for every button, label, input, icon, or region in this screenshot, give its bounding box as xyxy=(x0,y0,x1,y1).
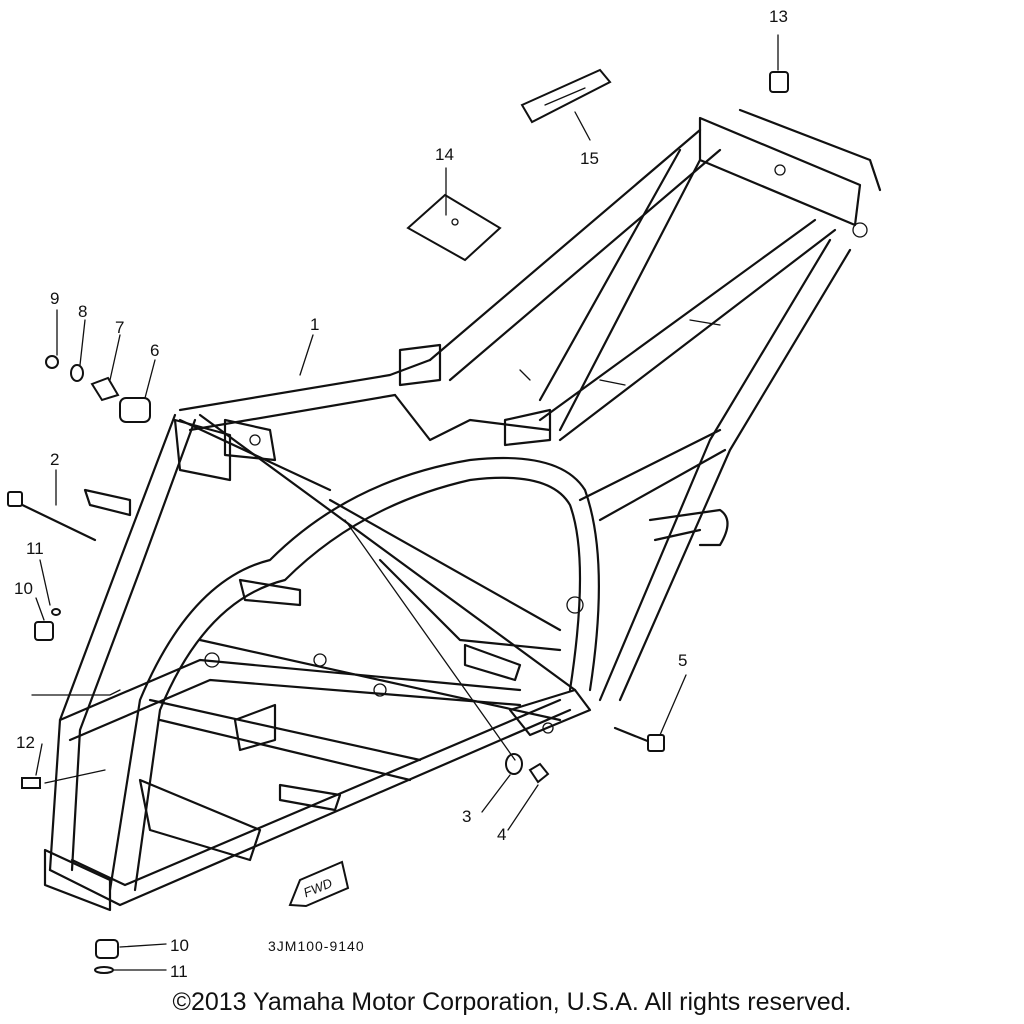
part-8-washer xyxy=(70,364,84,382)
label-part-8: 8 xyxy=(78,302,87,321)
part-2-long-bolt xyxy=(7,491,97,542)
part-4-nut xyxy=(528,762,550,784)
label-part-10-upper: 10 xyxy=(14,579,33,598)
part-3-washer xyxy=(505,753,523,775)
label-part-10-lower: 10 xyxy=(170,936,189,955)
part-9-bolt xyxy=(45,355,59,369)
label-part-12: 12 xyxy=(16,733,35,752)
forward-direction-marker: FWD xyxy=(288,860,350,908)
label-part-14: 14 xyxy=(435,145,454,164)
diagram-code: 3JM100-9140 xyxy=(268,938,365,954)
part-15-band xyxy=(520,68,612,124)
label-part-7: 7 xyxy=(115,318,124,337)
part-11-upper-collar xyxy=(51,608,61,616)
label-part-9: 9 xyxy=(50,289,59,308)
leader-lines xyxy=(31,34,779,971)
part-13-cap xyxy=(769,71,789,93)
part-12-bolt xyxy=(21,777,41,789)
part-14-plate xyxy=(406,193,502,262)
label-part-2: 2 xyxy=(50,450,59,469)
label-part-1: 1 xyxy=(310,315,319,334)
part-number-labels: 13 15 14 1 9 8 7 6 2 11 10 12 5 3 4 10 1… xyxy=(14,7,788,981)
part-11-lower-collar xyxy=(94,966,114,974)
part-6-damper xyxy=(119,397,151,423)
label-part-13: 13 xyxy=(769,7,788,26)
label-part-4: 4 xyxy=(497,825,506,844)
part-10-upper-damper xyxy=(34,621,54,641)
label-part-15: 15 xyxy=(580,149,599,168)
label-part-5: 5 xyxy=(678,651,687,670)
label-part-6: 6 xyxy=(150,341,159,360)
part-10-lower-damper xyxy=(95,939,119,959)
part-7-collar xyxy=(90,376,120,402)
label-part-11-lower: 11 xyxy=(170,962,188,981)
part-5-bolt xyxy=(613,726,665,752)
main-frame xyxy=(43,108,882,912)
label-part-3: 3 xyxy=(462,807,471,826)
copyright-notice: ©2013 Yamaha Motor Corporation, U.S.A. A… xyxy=(172,988,852,1016)
label-part-11-upper: 11 xyxy=(26,539,44,558)
